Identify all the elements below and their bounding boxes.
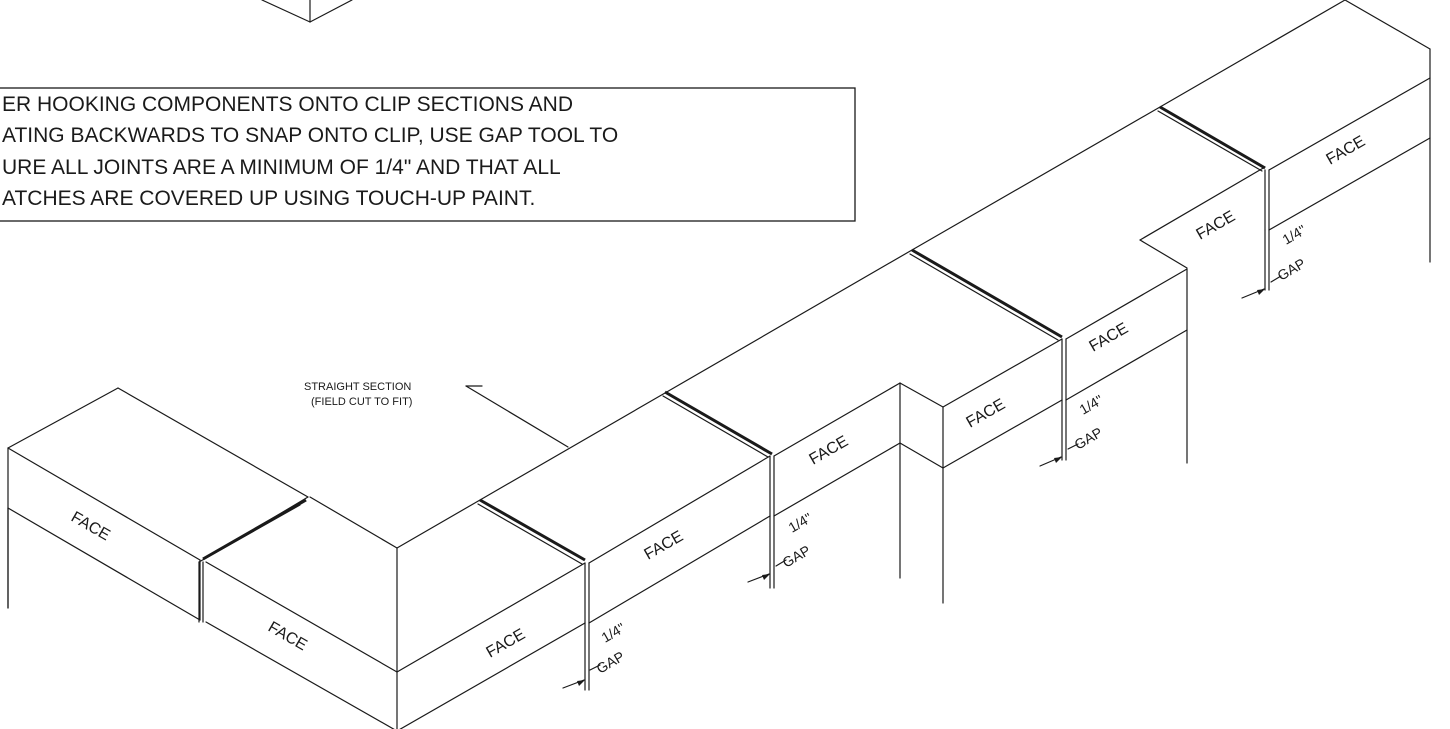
- face-label: FACE: [265, 619, 310, 655]
- face-label: FACE: [964, 396, 1009, 432]
- straight-section-callout: STRAIGHT SECTION (FIELD CUT TO FIT): [304, 381, 569, 448]
- straight-section-1: [477, 392, 771, 624]
- face-label: FACE: [484, 626, 529, 662]
- gap-dimension-4: 1/4" GAP: [1241, 222, 1309, 299]
- callout-line-2: (FIELD CUT TO FIT): [311, 396, 412, 408]
- face-label: FACE: [642, 528, 687, 564]
- gap-size-label: 1/4": [786, 510, 815, 536]
- instruction-note: ER HOOKING COMPONENTS ONTO CLIP SECTIONS…: [0, 87, 856, 222]
- gap-word-label: GAP: [780, 542, 814, 571]
- face-label: FACE: [1324, 133, 1369, 169]
- gap-dimension-3: 1/4" GAP: [1039, 392, 1106, 467]
- partial-block-top: [261, 0, 353, 23]
- note-line-3: URE ALL JOINTS ARE A MINIMUM OF 1/4" AND…: [2, 156, 561, 179]
- corner-block-middle: [205, 496, 586, 729]
- callout-line-1: STRAIGHT SECTION: [304, 381, 411, 393]
- face-label: FACE: [1087, 320, 1132, 356]
- straight-section-2: [662, 249, 944, 604]
- note-line-2: ATING BACKWARDS TO SNAP ONTO CLIP, USE G…: [2, 124, 618, 147]
- face-label: FACE: [68, 509, 113, 545]
- straight-section-3: [909, 106, 1266, 469]
- gap-dimension-2: 1/4" GAP: [747, 510, 815, 589]
- face-label: FACE: [1194, 208, 1239, 244]
- gap-size-label: 1/4": [1280, 222, 1309, 248]
- corner-block-left: [7, 387, 309, 623]
- note-line-4: ATCHES ARE COVERED UP USING TOUCH-UP PAI…: [2, 187, 535, 210]
- gap-size-label: 1/4": [1077, 392, 1106, 418]
- gap-word-label: GAP: [594, 648, 628, 677]
- note-line-1: ER HOOKING COMPONENTS ONTO CLIP SECTIONS…: [2, 93, 573, 116]
- gap-size-label: 1/4": [599, 620, 628, 646]
- straight-section-4: [1157, 0, 1431, 263]
- gap-word-label: GAP: [1072, 424, 1106, 453]
- face-label: FACE: [807, 433, 852, 469]
- gap-word-label: GAP: [1275, 255, 1309, 284]
